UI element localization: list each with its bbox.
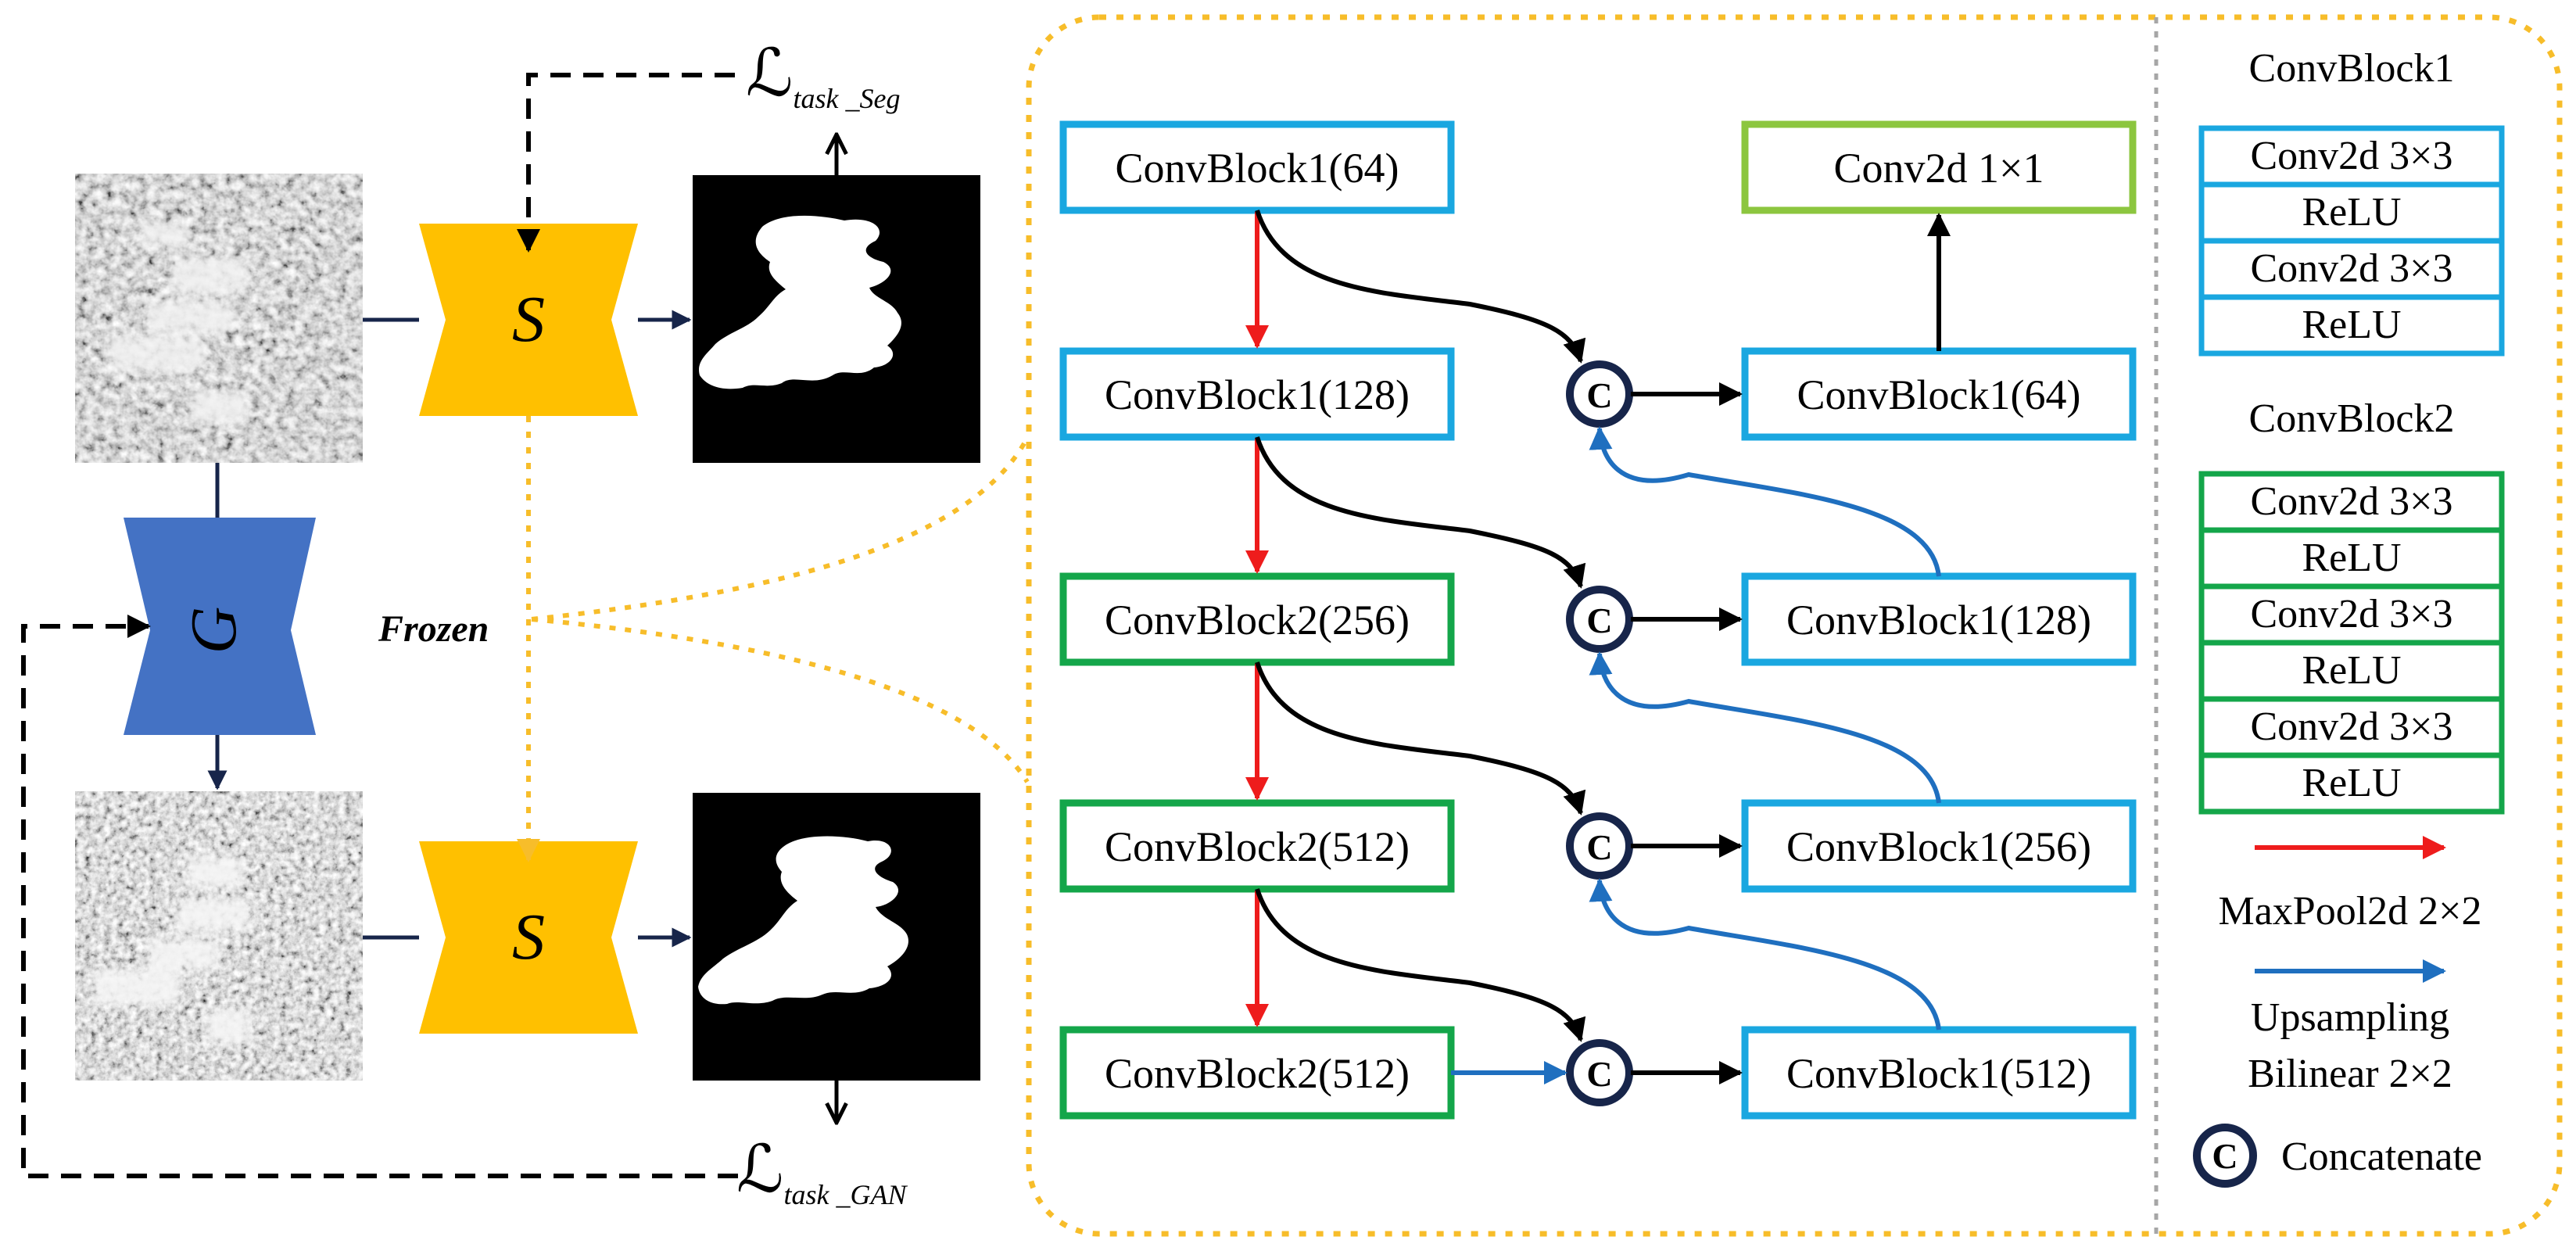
legend-cb2-row-label: Conv2d 3×3 bbox=[2250, 592, 2452, 636]
legend-concat-icon-label: C bbox=[2212, 1136, 2237, 1176]
encoder-block-label: ConvBlock1(128) bbox=[1105, 371, 1410, 418]
concat-node-1 bbox=[1566, 360, 1633, 428]
legend-cb2-row bbox=[2198, 471, 2505, 533]
skip-connection bbox=[1255, 436, 1586, 589]
legend-cb2-row bbox=[2198, 640, 2505, 702]
concat-node-4 bbox=[1566, 1039, 1633, 1106]
segmenter-top: S bbox=[419, 224, 638, 416]
legend-cb2-title: ConvBlock2 bbox=[2249, 396, 2455, 441]
encoder-block-label: ConvBlock2(512) bbox=[1105, 1050, 1410, 1097]
concat-node-2 bbox=[1566, 586, 1633, 653]
segmentation-mask-bottom bbox=[693, 793, 980, 1081]
decoder-block-2 bbox=[1741, 347, 2137, 441]
upsampling-curve bbox=[1589, 878, 1941, 1031]
segmenter-bottom-label: S bbox=[512, 901, 545, 973]
concat-node-label: C bbox=[1586, 827, 1612, 867]
loss-feedback-lines bbox=[21, 73, 738, 1178]
legend-cb1-row bbox=[2198, 238, 2505, 300]
generator: G bbox=[124, 518, 316, 735]
decoder-block-label: ConvBlock1(128) bbox=[1786, 597, 2091, 643]
decoder-block-4 bbox=[1741, 799, 2137, 893]
encoder-block-label: ConvBlock1(64) bbox=[1116, 145, 1399, 192]
generator-label: G bbox=[177, 607, 250, 654]
decoder-block-label: Conv2d 1×1 bbox=[1834, 145, 2044, 192]
segmenter-top-label: S bbox=[512, 283, 545, 356]
legend-cb2-row-label: ReLU bbox=[2302, 648, 2401, 693]
legend-upsampling-label-2: Bilinear 2×2 bbox=[2248, 1052, 2452, 1096]
segmentation-mask-top bbox=[693, 175, 980, 463]
pipeline-connectors bbox=[207, 310, 692, 948]
encoder-block-5 bbox=[1059, 1026, 1455, 1120]
segmenter-bottom: S bbox=[419, 841, 638, 1034]
concat-node-label: C bbox=[1586, 1054, 1612, 1094]
legend-cb1-row-label: Conv2d 3×3 bbox=[2250, 246, 2452, 291]
legend-cb1-title: ConvBlock1 bbox=[2249, 46, 2455, 91]
decoder-block-label: ConvBlock1(512) bbox=[1786, 1050, 2091, 1097]
concat-node-label: C bbox=[1586, 375, 1612, 415]
legend-maxpool-label: MaxPool2d 2×2 bbox=[2218, 889, 2481, 934]
skip-connection bbox=[1255, 210, 1586, 364]
generated-sar-image bbox=[75, 791, 363, 1081]
legend-cb2-row bbox=[2198, 583, 2505, 646]
encoder-block-label: ConvBlock2(512) bbox=[1105, 823, 1410, 870]
decoder-block-5 bbox=[1741, 1026, 2137, 1120]
legend-cb1-row-label: ReLU bbox=[2302, 190, 2401, 235]
loss-gan-label: ℒtask _GAN bbox=[736, 1134, 908, 1210]
unet-boxes: ConvBlock1(64) ConvBlock1(128) ConvBlock2(… bbox=[1059, 120, 2137, 1120]
legend-cb2-row-label: ReLU bbox=[2302, 761, 2401, 805]
encoder-block-1 bbox=[1059, 120, 1455, 214]
upsampling-curve bbox=[1589, 426, 1941, 577]
concat-node-label: C bbox=[1586, 600, 1612, 640]
legend-concat-label: Concatenate bbox=[2281, 1135, 2482, 1179]
unet-links bbox=[1245, 210, 1951, 1084]
loss-seg-label: ℒtask _Seg bbox=[746, 38, 900, 114]
legend-cb2-row-label: ReLU bbox=[2302, 536, 2401, 580]
legend-cb1-row bbox=[2198, 294, 2505, 357]
concat-node-3 bbox=[1566, 812, 1633, 880]
legend-concat-icon bbox=[2193, 1124, 2257, 1188]
legend-cb1-row-label: Conv2d 3×3 bbox=[2250, 134, 2452, 178]
frozen-label: Frozen bbox=[378, 608, 489, 650]
zoom-callout-lines bbox=[531, 436, 1030, 783]
skip-connection bbox=[1255, 888, 1586, 1042]
upsampling-curve bbox=[1589, 651, 1941, 804]
decoder-block-1 bbox=[1741, 120, 2137, 214]
legend-cb1-row-label: ReLU bbox=[2302, 303, 2401, 347]
decoder-block-label: ConvBlock1(256) bbox=[1786, 823, 2091, 870]
unet-detail-panel bbox=[1026, 14, 2563, 1237]
legend-cb2-row-label: Conv2d 3×3 bbox=[2250, 704, 2452, 749]
legend-cb2-row-label: Conv2d 3×3 bbox=[2250, 479, 2452, 524]
legend-cb2-row bbox=[2198, 527, 2505, 590]
legend-upsampling-label-1: Upsampling bbox=[2251, 995, 2449, 1040]
input-sar-image bbox=[75, 174, 363, 463]
skip-connection bbox=[1255, 661, 1586, 815]
encoder-block-label: ConvBlock2(256) bbox=[1105, 597, 1410, 643]
legend-cb2-row bbox=[2198, 752, 2505, 815]
decoder-block-3 bbox=[1741, 572, 2137, 666]
decoder-block-label: ConvBlock1(64) bbox=[1797, 371, 2081, 418]
